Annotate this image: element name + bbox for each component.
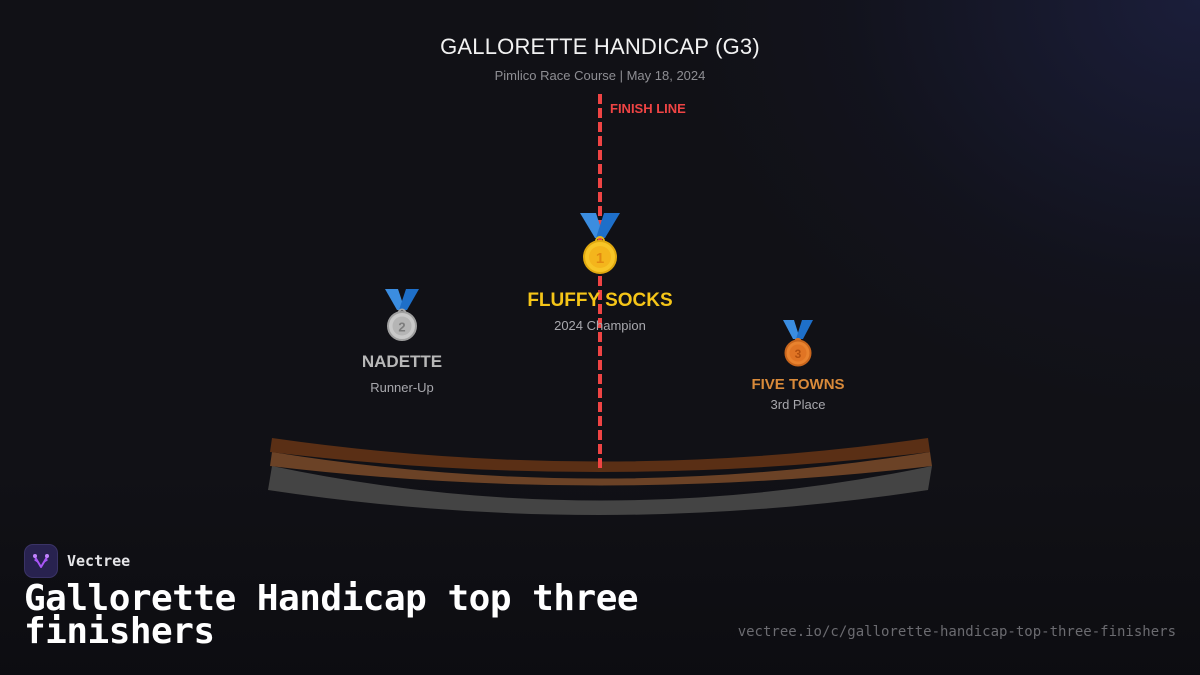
finisher-name: FIVE TOWNS bbox=[751, 376, 845, 393]
track-outer-band bbox=[270, 438, 930, 472]
finisher-third-place: 3 FIVE TOWNS 3rd Place bbox=[728, 318, 868, 412]
finisher-second-place: 2 NADETTE Runner-Up bbox=[332, 286, 472, 395]
page-headline: Gallorette Handicap top three finishers bbox=[24, 578, 639, 652]
finisher-name: FLUFFY SOCKS bbox=[527, 290, 673, 311]
finisher-first-place: 1 FLUFFY SOCKS 2024 Champion bbox=[500, 210, 700, 333]
race-title: GALLORETTE HANDICAP (G3) bbox=[440, 34, 760, 59]
track-middle-band bbox=[270, 452, 932, 486]
vectree-logo-icon bbox=[24, 544, 58, 578]
track bbox=[268, 438, 932, 515]
silver-medal-icon: 2 bbox=[385, 289, 419, 341]
svg-text:3: 3 bbox=[795, 347, 802, 361]
page-url[interactable]: vectree.io/c/gallorette-handicap-top-thr… bbox=[737, 624, 1176, 640]
finisher-role: 2024 Champion bbox=[554, 318, 646, 333]
finisher-role: Runner-Up bbox=[370, 380, 434, 395]
svg-text:1: 1 bbox=[596, 250, 604, 267]
track-inner-band bbox=[268, 466, 932, 515]
gold-medal-icon: 1 bbox=[580, 213, 620, 274]
brand-name: Vectree bbox=[67, 552, 131, 570]
bronze-medal-icon: 3 bbox=[783, 320, 813, 367]
finisher-name: NADETTE bbox=[361, 352, 443, 371]
finish-line-label: FINISH LINE bbox=[610, 101, 686, 116]
race-subtitle: Pimlico Race Course | May 18, 2024 bbox=[494, 68, 706, 83]
finisher-role: 3rd Place bbox=[770, 397, 826, 412]
svg-text:2: 2 bbox=[398, 320, 405, 335]
brand: Vectree bbox=[24, 544, 130, 578]
